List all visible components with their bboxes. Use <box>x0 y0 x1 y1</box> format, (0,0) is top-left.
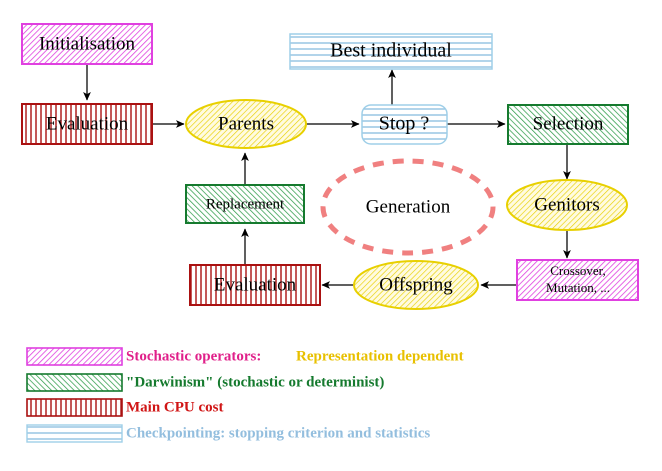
offspring-label: Offspring <box>379 274 453 295</box>
crossover-mutation-label-line1: Crossover, <box>550 263 605 278</box>
best-individual-box <box>289 33 493 70</box>
parents-label: Parents <box>218 113 274 134</box>
crossover-mutation-label-line2: Mutation, ... <box>546 280 610 295</box>
legend-label-cpu: Main CPU cost <box>126 399 224 415</box>
initialisation-label: Initialisation <box>39 33 136 54</box>
replacement-box <box>185 184 305 224</box>
legend-swatch-darwinism <box>26 373 123 392</box>
node-replacement[interactable]: Replacement <box>185 184 305 224</box>
legend-item-checkpointing[interactable]: Checkpointing: stopping criterion and st… <box>26 424 430 443</box>
node-evaluation-bottom[interactable]: Evaluation <box>189 264 321 306</box>
node-selection[interactable]: Selection <box>507 104 629 145</box>
node-crossover-mutation[interactable]: Crossover, Mutation, ... <box>516 259 639 301</box>
generation-dashed-ellipse <box>320 158 496 256</box>
node-evaluation-top[interactable]: Evaluation <box>21 103 153 145</box>
node-offspring[interactable]: Offspring <box>353 260 479 310</box>
evaluation-top-box <box>21 103 153 145</box>
node-parents[interactable]: Parents <box>185 99 307 149</box>
legend-swatch-checkpointing <box>26 424 123 443</box>
stop-label: Stop ? <box>379 113 430 135</box>
node-stop[interactable]: Stop ? <box>361 104 448 145</box>
node-genitors[interactable]: Genitors <box>506 179 628 231</box>
replacement-label: Replacement <box>206 196 285 212</box>
initialisation-box <box>21 23 153 65</box>
legend-swatch-stochastic <box>26 347 123 366</box>
selection-box <box>507 104 629 145</box>
node-generation[interactable]: Generation <box>320 158 496 256</box>
legend: Stochastic operators: Representation dep… <box>26 347 464 443</box>
node-initialisation[interactable]: Initialisation <box>21 23 153 65</box>
selection-label: Selection <box>533 113 604 134</box>
legend-swatch-cpu <box>26 398 123 417</box>
legend-label-darwinism: "Darwinism" (stochastic or determinist) <box>126 374 384 390</box>
legend-label-representation: Representation dependent <box>296 348 464 364</box>
evaluation-bottom-box <box>189 264 321 306</box>
generation-label: Generation <box>366 196 451 217</box>
legend-item-darwinism[interactable]: "Darwinism" (stochastic or determinist) <box>26 373 384 392</box>
best-individual-label: Best individual <box>330 40 452 62</box>
legend-item-stochastic[interactable]: Stochastic operators: Representation dep… <box>26 347 464 366</box>
edge-layer <box>83 64 571 289</box>
legend-item-cpu[interactable]: Main CPU cost <box>26 398 224 417</box>
evaluation-top-label: Evaluation <box>46 113 129 134</box>
parents-ellipse <box>185 99 307 149</box>
legend-label-checkpointing: Checkpointing: stopping criterion and st… <box>126 425 430 441</box>
legend-label-stochastic: Stochastic operators: <box>126 348 261 364</box>
genitors-ellipse <box>506 179 628 231</box>
evaluation-bottom-label: Evaluation <box>214 274 297 295</box>
crossover-mutation-box <box>516 259 639 301</box>
offspring-ellipse <box>353 260 479 310</box>
genitors-label: Genitors <box>534 194 599 215</box>
stop-box <box>361 104 448 145</box>
node-best-individual[interactable]: Best individual <box>289 33 493 70</box>
